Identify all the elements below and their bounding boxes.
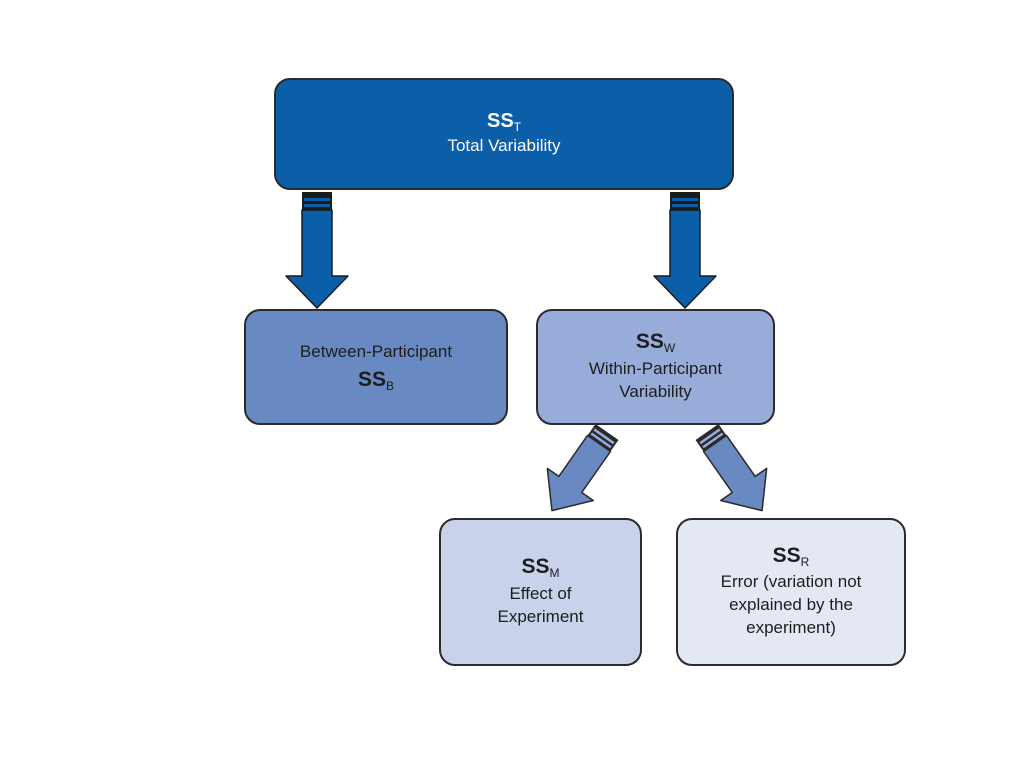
node-within-participant: SSW Within-Participant Variability xyxy=(536,309,775,425)
node-error: SSR Error (variation not explained by th… xyxy=(676,518,906,666)
symbol-ss-r: SSR xyxy=(772,544,810,569)
arrow-total-to-between xyxy=(285,192,349,309)
label-error-line2: explained by the xyxy=(729,595,853,615)
symbol-ss-t: SST xyxy=(486,110,522,135)
symbol-ss-w: SSW xyxy=(635,330,676,356)
arrow-total-to-within xyxy=(653,192,717,309)
label-total-variability: Total Variability xyxy=(447,135,561,155)
label-within-participant-line1: Within-Participant xyxy=(588,358,723,378)
node-total-variability: SST Total Variability xyxy=(274,78,734,190)
arrow-within-to-model xyxy=(546,423,619,512)
label-effect-line2: Experiment xyxy=(497,606,584,626)
node-effect-of-experiment: SSM Effect of Experiment xyxy=(439,518,642,666)
symbol-ss-m: SSM xyxy=(521,555,560,581)
label-between-participant: Between-Participant xyxy=(299,341,453,361)
label-error-line1: Error (variation not xyxy=(720,572,862,592)
arrow-within-to-residual xyxy=(695,423,768,512)
symbol-ss-b: SSB xyxy=(357,367,395,393)
label-within-participant-line2: Variability xyxy=(619,381,692,401)
node-between-participant: Between-Participant SSB xyxy=(244,309,508,425)
label-error-line3: experiment) xyxy=(746,618,836,638)
label-effect-line1: Effect of xyxy=(509,583,572,603)
